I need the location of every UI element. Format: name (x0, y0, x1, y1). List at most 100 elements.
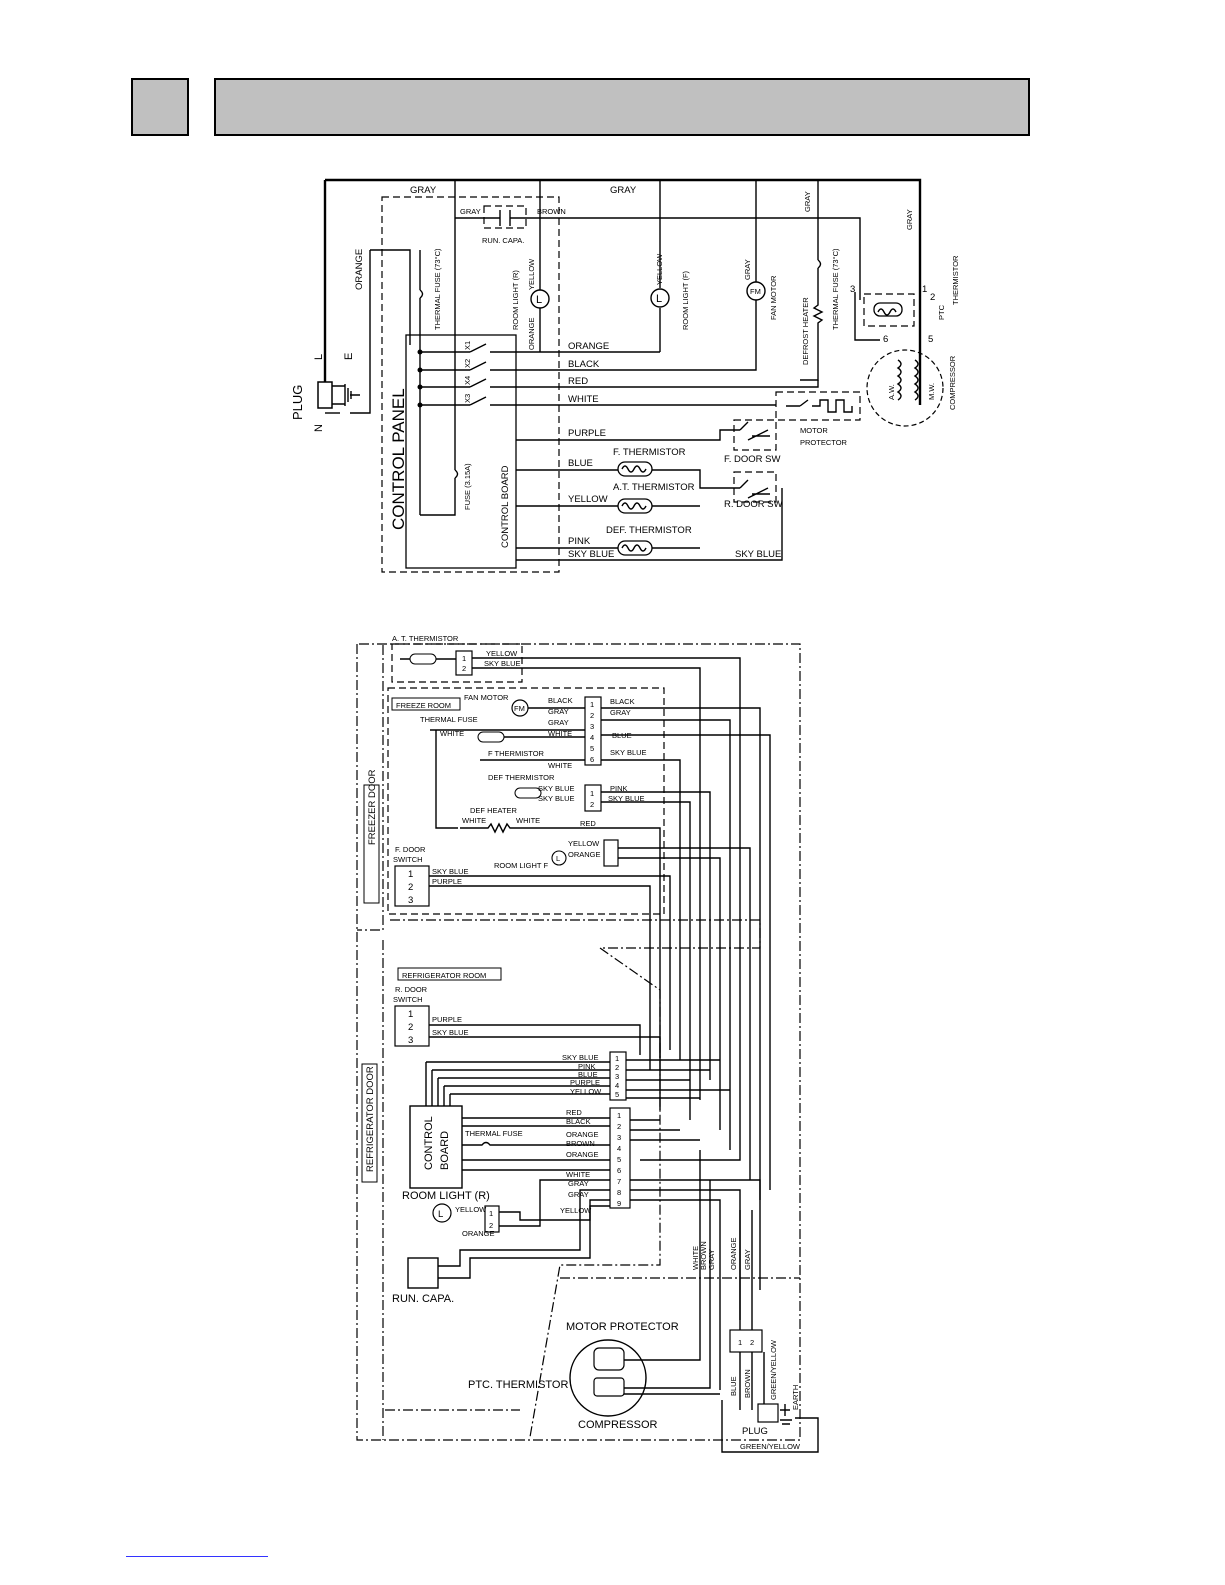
def-heater-white1: WHITE (462, 816, 486, 825)
c1-blue: BLUE (578, 1070, 598, 1079)
terminal-2: 2 (930, 292, 935, 303)
wire-label-purple: PURPLE (568, 428, 606, 439)
wire-label-skyblue-1: SKY BLUE (568, 549, 614, 560)
def-heater-red: RED (580, 819, 596, 828)
control-board-box (405, 334, 517, 569)
green-yellow-label: GREEN/YELLOW (740, 1442, 801, 1451)
at-pin-1: 1 (462, 654, 466, 663)
fr-pin-2: 2 (590, 711, 594, 720)
fm-symbol: FM (750, 287, 761, 296)
relay-x4: X4 (463, 376, 472, 385)
at-pin-2: 2 (462, 664, 466, 673)
freezer-door-label: FREEZER DOOR (367, 769, 378, 845)
motor-protector-label: MOTOR PROTECTOR (566, 1321, 679, 1333)
terminal-6: 6 (883, 334, 888, 345)
fr-l-white: WHITE (548, 729, 572, 738)
c2-pin-4: 4 (617, 1144, 621, 1153)
fr-l-black: BLACK (548, 696, 573, 705)
terminal-3: 3 (850, 284, 855, 295)
c2-red: RED (566, 1108, 582, 1117)
plug-brown: BROWN (743, 1369, 752, 1398)
f-door-switch-label: SWITCH (393, 855, 423, 864)
room-light-f-label: ROOM LIGHT F (494, 861, 548, 870)
cord-white: WHITE (691, 1246, 700, 1270)
wire-label-red-relay: RED (568, 376, 588, 387)
c2-gray2: GRAY (568, 1190, 589, 1199)
lamp-r-symbol: L (536, 294, 542, 306)
f-thermistor-label: F. THERMISTOR (613, 447, 686, 458)
fan-motor-label: FAN MOTOR (769, 275, 778, 320)
ptc-thermistor-label: THERMISTOR (951, 255, 960, 305)
c2-orange2: ORANGE (566, 1150, 599, 1159)
rlf-l-orange: ORANGE (568, 850, 601, 859)
aw-label: A.W. (887, 384, 896, 400)
c2-pin-6: 6 (617, 1166, 621, 1175)
fr-l-gray2: GRAY (548, 718, 569, 727)
run-capa-label: RUN. CAPA. (392, 1293, 454, 1305)
wire-label-skyblue-2: SKY BLUE (735, 549, 781, 560)
wire-label-gray-def: GRAY (803, 191, 812, 212)
rlr-pin-1: 1 (489, 1209, 493, 1218)
r-door-sw-label: R. DOOR SW (724, 499, 783, 510)
c1-pin-3: 3 (615, 1072, 619, 1081)
def-pin-2: 2 (590, 800, 594, 809)
wire-label-orange-relay: ORANGE (568, 341, 609, 352)
thermal-fuse-fr-label: THERMAL FUSE (420, 715, 478, 724)
control-panel-box (381, 196, 560, 573)
f-thermistor-label: F THERMISTOR (488, 749, 545, 758)
at-thermistor-label: A.T. THERMISTOR (613, 482, 695, 493)
relay-x3: X3 (463, 394, 472, 403)
fr-l-gray1: GRAY (548, 707, 569, 716)
c1-purple: PURPLE (570, 1078, 600, 1087)
c2-pin-1: 1 (617, 1111, 621, 1120)
defrost-heater-label: DEFROST HEATER (801, 297, 810, 365)
fr-r-skyblue: SKY BLUE (610, 748, 647, 757)
rds-skyblue: SKY BLUE (432, 1028, 469, 1037)
schematic-diagram: PLUG N L E ORANGE CONTROL PANEL CONTROL … (290, 178, 960, 573)
rlr-orange: ORANGE (462, 1229, 495, 1238)
cord-gray2: GRAY (743, 1249, 752, 1270)
wire-label-blue: BLUE (568, 458, 593, 469)
footer-link-line (126, 1556, 268, 1557)
ptc-label: PTC (937, 304, 946, 320)
cord-orange: ORANGE (729, 1237, 738, 1270)
rlr-pin-2: 2 (489, 1221, 493, 1230)
compressor-label: COMPRESSOR (948, 355, 957, 410)
plug-symbol (317, 381, 360, 409)
plug-blue: BLUE (729, 1376, 738, 1396)
wire-label-gray-top-2: GRAY (610, 185, 637, 196)
c2-orange1: ORANGE (566, 1130, 599, 1139)
def-thermistor-label: DEF. THERMISTOR (606, 525, 692, 536)
c2-pin-8: 8 (617, 1188, 621, 1197)
rds-pin-3: 3 (408, 1035, 413, 1046)
def-heater-label: DEF HEATER (470, 806, 518, 815)
wire-label-yellow-f: YELLOW (655, 253, 664, 285)
motor-protector-label-1: MOTOR (800, 426, 828, 435)
fan-motor-label: FAN MOTOR (464, 693, 509, 702)
wire-label-orange-plug: ORANGE (354, 249, 365, 290)
thermal-fuse-cb-label: THERMAL FUSE (465, 1129, 523, 1138)
freeze-room-label: FREEZE ROOM (396, 701, 451, 710)
at-wire-skyblue: SKY BLUE (484, 659, 521, 668)
wire-label-gray-top-1: GRAY (410, 185, 437, 196)
lamp-f-symbol: L (556, 854, 560, 863)
board-label: BOARD (439, 1131, 451, 1170)
f-door-sw-label: F. DOOR SW (724, 454, 781, 465)
c1-pin-2: 2 (615, 1063, 619, 1072)
def-l-skyblue1: SKY BLUE (538, 784, 575, 793)
def-heater-white2: WHITE (516, 816, 540, 825)
cord-gray: GRAY (707, 1249, 716, 1270)
section-number-box (131, 78, 189, 136)
motor-protector-box (775, 391, 861, 421)
c2-pin-3: 3 (617, 1133, 621, 1142)
fr-pin-3: 3 (590, 722, 594, 731)
motor-protector-label-2: PROTECTOR (800, 438, 848, 447)
control-panel-label: CONTROL PANEL (389, 388, 408, 530)
ptc-box (863, 293, 915, 327)
terminal-5: 5 (928, 334, 933, 345)
c2-white: WHITE (566, 1170, 590, 1179)
c2-pin-7: 7 (617, 1177, 621, 1186)
fuse-label: FUSE (3.15A) (463, 463, 472, 510)
c2-black: BLACK (566, 1117, 591, 1126)
